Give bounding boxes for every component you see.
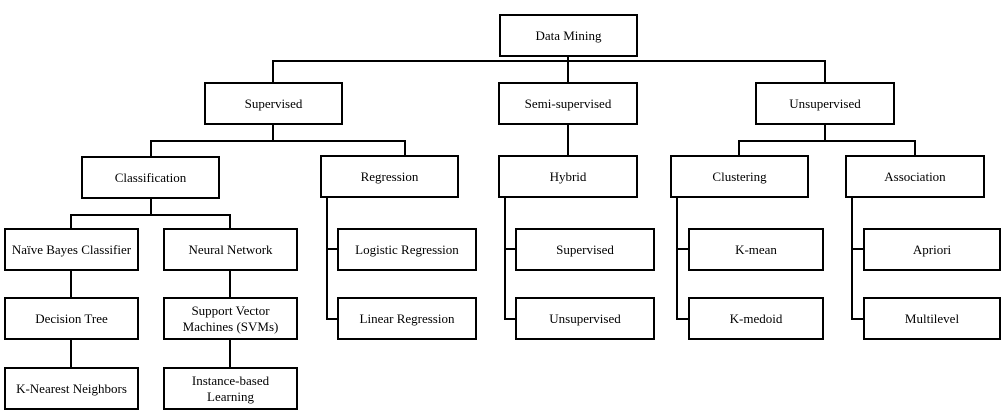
edge-clustering-to-kmean (676, 248, 688, 250)
node-label: Linear Regression (359, 310, 455, 326)
node-supervised[interactable]: Supervised (204, 82, 343, 125)
edge-regression-to-logistic (326, 248, 338, 250)
edge-clustering-to-kmedoid (676, 318, 688, 320)
edge-root-to-semi-supervised (567, 60, 569, 82)
node-k-nearest-neighbors[interactable]: K-Nearest Neighbors (4, 367, 139, 410)
node-label: Semi-supervised (524, 95, 612, 111)
node-logistic-regression[interactable]: Logistic Regression (337, 228, 477, 271)
node-association[interactable]: Association (845, 155, 985, 198)
edge-supervised-to-classification (150, 140, 152, 156)
edge-classification-bus (70, 214, 231, 216)
edge-unsupervised-bus (738, 140, 916, 142)
node-k-medoid[interactable]: K-medoid (688, 297, 824, 340)
node-label: Apriori (912, 241, 952, 257)
node-label: Data Mining (535, 27, 602, 43)
node-label: Support Vector Machines (SVMs) (182, 303, 279, 334)
node-hybrid[interactable]: Hybrid (498, 155, 638, 198)
node-regression[interactable]: Regression (320, 155, 459, 198)
edge-root-bus (272, 60, 825, 62)
node-semi-supervised[interactable]: Semi-supervised (498, 82, 638, 125)
node-label: K-mean (735, 241, 777, 257)
edge-supervised-to-regression (404, 140, 406, 156)
edge-naive-bayes-to-decision-tree (70, 269, 72, 298)
edge-classification-to-naive-bayes (70, 214, 72, 229)
edge-neural-network-to-svm (229, 269, 231, 298)
edge-unsupervised-to-clustering (738, 140, 740, 156)
edge-classification-stem (150, 198, 152, 216)
edge-association-to-apriori (851, 248, 863, 250)
node-clustering[interactable]: Clustering (670, 155, 809, 198)
edge-hybrid-to-unsupervised (504, 318, 516, 320)
node-label: Hybrid (549, 168, 587, 184)
node-label: Instance-based Learning (191, 373, 270, 404)
node-unsupervised[interactable]: Unsupervised (755, 82, 895, 125)
node-hybrid-supervised[interactable]: Supervised (515, 228, 655, 271)
node-label: K-Nearest Neighbors (16, 380, 127, 396)
edge-root-stem (567, 56, 569, 62)
node-label: Unsupervised (789, 95, 861, 111)
node-multilevel[interactable]: Multilevel (863, 297, 1001, 340)
node-k-mean[interactable]: K-mean (688, 228, 824, 271)
node-label: Logistic Regression (355, 241, 459, 257)
node-linear-regression[interactable]: Linear Regression (337, 297, 477, 340)
node-label: Regression (360, 168, 419, 184)
node-neural-network[interactable]: Neural Network (163, 228, 298, 271)
edge-association-spine (851, 197, 853, 320)
node-instance-based-learning[interactable]: Instance-based Learning (163, 367, 298, 410)
edge-supervised-stem (272, 124, 274, 142)
node-label: Supervised (244, 95, 303, 111)
node-label: K-medoid (729, 310, 783, 326)
node-naive-bayes-classifier[interactable]: Naïve Bayes Classifier (4, 228, 139, 271)
node-label: Clustering (712, 168, 767, 184)
edge-supervised-bus (150, 140, 406, 142)
node-hybrid-unsupervised[interactable]: Unsupervised (515, 297, 655, 340)
node-label: Neural Network (188, 241, 273, 257)
node-label: Multilevel (904, 310, 960, 326)
edge-root-to-supervised (272, 60, 274, 82)
node-classification[interactable]: Classification (81, 156, 220, 199)
node-apriori[interactable]: Apriori (863, 228, 1001, 271)
edge-svm-to-instance-based (229, 339, 231, 368)
edge-semi-supervised-to-hybrid (567, 124, 569, 156)
edge-root-to-unsupervised (824, 60, 826, 82)
edge-hybrid-spine (504, 197, 506, 320)
node-label: Classification (114, 169, 187, 185)
node-label: Supervised (556, 241, 614, 257)
edge-regression-to-linear (326, 318, 338, 320)
edge-hybrid-to-supervised (504, 248, 516, 250)
edge-unsupervised-stem (824, 124, 826, 142)
node-label: Unsupervised (549, 310, 621, 326)
edge-clustering-spine (676, 197, 678, 320)
edge-regression-spine (326, 197, 328, 320)
node-label: Association (884, 168, 946, 184)
edge-association-to-multilevel (851, 318, 863, 320)
node-decision-tree[interactable]: Decision Tree (4, 297, 139, 340)
edge-classification-to-neural-network (229, 214, 231, 229)
node-data-mining[interactable]: Data Mining (499, 14, 638, 57)
edge-unsupervised-to-association (914, 140, 916, 156)
node-support-vector-machines[interactable]: Support Vector Machines (SVMs) (163, 297, 298, 340)
node-label: Decision Tree (35, 310, 108, 326)
edge-decision-tree-to-knn (70, 339, 72, 368)
node-label: Naïve Bayes Classifier (11, 241, 132, 257)
